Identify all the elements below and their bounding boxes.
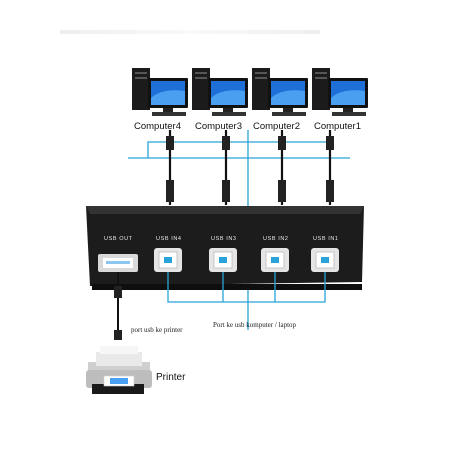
usb-in-port-connector	[164, 257, 329, 263]
computer-cables	[168, 130, 332, 205]
computer4-label: Computer4	[134, 121, 181, 132]
computer1-icon	[312, 68, 368, 116]
computer2-label: Computer2	[253, 121, 300, 132]
computer4-icon	[132, 68, 188, 116]
computer2-icon	[252, 68, 308, 116]
usb-out-port	[98, 254, 138, 272]
computer3-icon	[192, 68, 248, 116]
top-faint-text	[60, 30, 320, 34]
computer3-label: Computer3	[195, 121, 242, 132]
usb-in1-label: USB IN1	[313, 236, 339, 242]
printer-label: Printer	[156, 372, 186, 383]
usb-in-port-inner	[158, 251, 335, 269]
usb-out-label: USB OUT	[104, 236, 133, 242]
printer-cable	[114, 272, 122, 340]
laptop-port-note: Port ke usb komputer / laptop	[213, 321, 297, 329]
lower-blue-lines	[167, 272, 326, 303]
usb-in4-label: USB IN4	[156, 236, 182, 242]
cable-plugs	[166, 136, 334, 202]
printer-icon	[86, 346, 152, 394]
usb-in3-label: USB IN3	[211, 236, 237, 242]
printer-port-note: port usb ke printer	[131, 326, 183, 334]
usb-in2-label: USB IN2	[263, 236, 289, 242]
computer1-label: Computer1	[314, 121, 361, 132]
